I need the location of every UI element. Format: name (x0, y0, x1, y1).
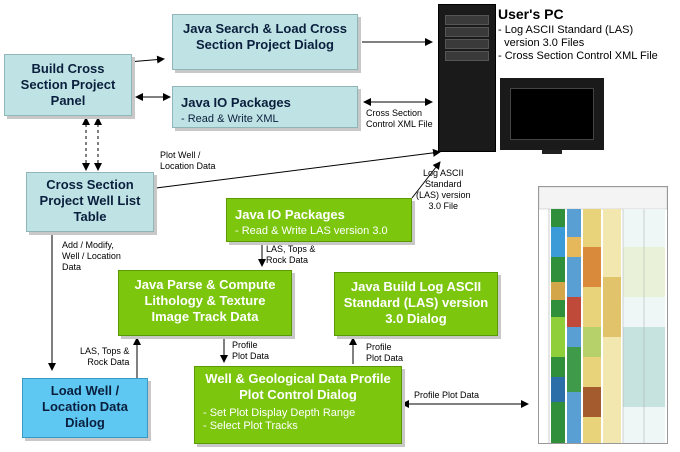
java-io-xml-sub: - Read & Write XML (181, 113, 279, 125)
load-well-dialog-title: Load Well / Location Data Dialog (42, 383, 128, 430)
profile-plot-dialog-box: Well & Geological Data Profile Plot Cont… (194, 366, 402, 444)
java-io-xml-title: Java IO Packages (181, 95, 291, 110)
label-xml-file: Cross Section Control XML File (366, 108, 433, 130)
load-well-dialog-box: Load Well / Location Data Dialog (22, 378, 148, 438)
label-las-tops-rock-2: LAS, Tops & Rock Data (80, 346, 129, 368)
pc-title: User's PC (498, 6, 564, 22)
pc-line-3: - Cross Section Control XML File (498, 50, 658, 62)
build-las-dialog-title: Java Build Log ASCII Standard (LAS) vers… (343, 279, 489, 326)
monitor-icon (500, 78, 604, 154)
label-line: LAS, Tops & (80, 346, 130, 356)
java-io-las-title: Java IO Packages (235, 207, 345, 222)
well-list-table-title: Cross Section Project Well List Table (39, 177, 141, 224)
parse-compute-title: Java Parse & Compute Lithology & Texture… (134, 277, 276, 324)
label-profile-plot-data-3: Profile Plot Data (414, 390, 480, 400)
label-line: Plot Data (366, 353, 404, 363)
build-cross-section-panel-box: Build Cross Section Project Panel (4, 54, 132, 116)
profile-plot-thumbnail (538, 186, 668, 444)
java-io-las-sub: - Read & Write LAS version 3.0 (235, 225, 388, 237)
label-line: Add / Modify, (62, 240, 114, 250)
label-las-file: Log ASCII Standard (LAS) version 3.0 Fil… (416, 168, 471, 212)
label-plot-well: Plot Well / Location Data (160, 150, 216, 172)
well-list-table-box: Cross Section Project Well List Table (26, 172, 154, 232)
java-search-load-box: Java Search & Load Cross Section Project… (172, 14, 358, 70)
arrow-io-las-to-pc (411, 161, 441, 199)
java-search-load-title: Java Search & Load Cross Section Project… (182, 21, 348, 52)
drive-bay-icon (445, 51, 489, 61)
label-add-modify: Add / Modify, Well / Location Data (62, 240, 121, 273)
drive-bay-icon (445, 15, 489, 25)
pc-line-1: - Log ASCII Standard (LAS) (498, 24, 634, 36)
label-line: (LAS) version (416, 190, 471, 200)
build-las-dialog-box: Java Build Log ASCII Standard (LAS) vers… (334, 272, 498, 336)
label-line: Location Data (160, 161, 216, 171)
label-line: Control XML File (366, 119, 433, 129)
label-profile-plot-data-1: Profile Plot Data (232, 340, 269, 362)
monitor-screen (510, 88, 594, 140)
build-cross-section-panel-title: Build Cross Section Project Panel (20, 61, 116, 108)
profile-plot-item-2: - Select Plot Tracks (203, 420, 298, 432)
drive-bay-icon (445, 27, 489, 37)
label-line: Profile (366, 342, 392, 352)
java-io-las-box: Java IO Packages - Read & Write LAS vers… (226, 198, 412, 242)
label-las-tops-rock-1: LAS, Tops & Rock Data (266, 244, 315, 266)
label-line: Profile (232, 340, 258, 350)
label-line: Standard (425, 179, 462, 189)
pc-line-2: version 3.0 Files (498, 37, 585, 49)
label-profile-plot-data-2: Profile Plot Data (366, 342, 403, 364)
label-line: Plot Data (232, 351, 270, 361)
monitor-stand (542, 150, 562, 154)
profile-plot-dialog-title: Well & Geological Data Profile Plot Cont… (205, 371, 391, 402)
label-line: Rock Data (266, 255, 309, 265)
arrow-table-to-pc (155, 148, 441, 189)
arrow-panel-to-search (127, 55, 165, 64)
label-line: Cross Section (366, 108, 423, 118)
label-line: Log ASCII (423, 168, 464, 178)
java-io-xml-box: Java IO Packages - Read & Write XML (172, 86, 358, 128)
label-line: Data (62, 262, 82, 272)
label-line: Rock Data (87, 357, 130, 367)
label-line: LAS, Tops & (266, 244, 316, 254)
label-line: 3.0 File (428, 201, 459, 211)
parse-compute-box: Java Parse & Compute Lithology & Texture… (118, 270, 292, 336)
label-line: Well / Location (62, 251, 121, 261)
profile-plot-graphic (538, 186, 668, 443)
drive-bay-icon (445, 39, 489, 49)
computer-tower-icon (438, 4, 496, 152)
profile-plot-item-1: - Set Plot Display Depth Range (203, 407, 356, 419)
label-line: Plot Well / (160, 150, 201, 160)
